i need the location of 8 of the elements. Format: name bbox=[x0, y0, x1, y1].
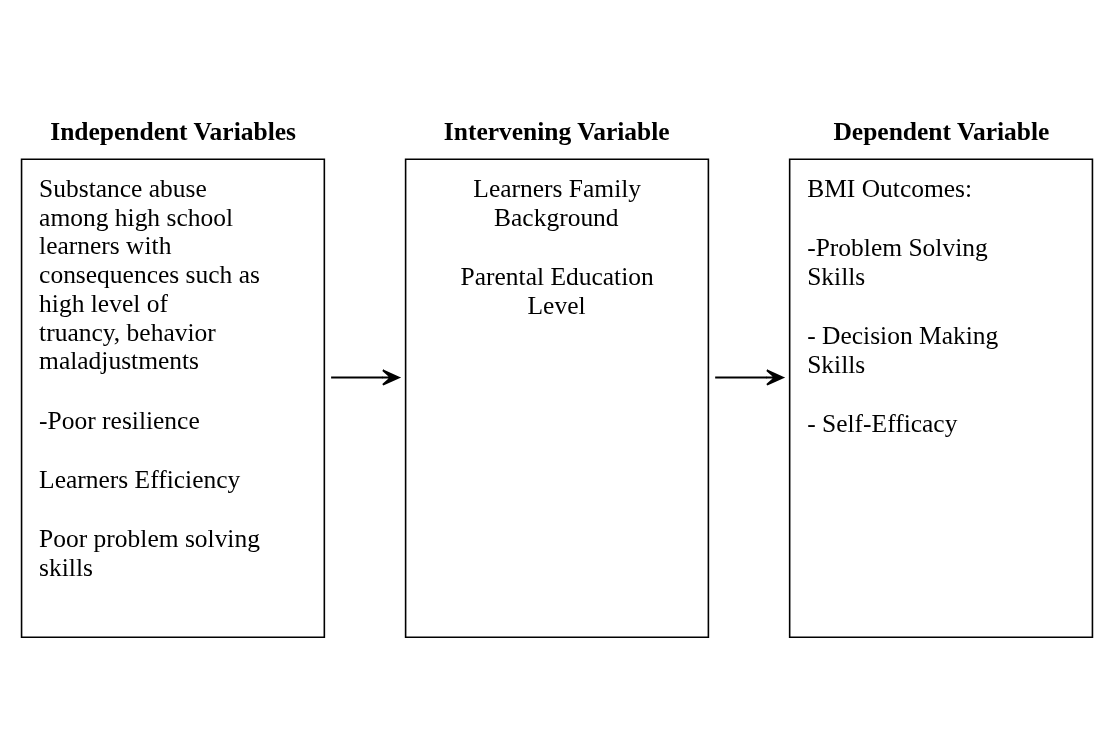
node-box: Learners Family Background Parental Education Level bbox=[404, 158, 710, 639]
node-box: BMI Outcomes: -Problem Solving Skills - Decision Making Skills - Self-Efficacy bbox=[788, 158, 1094, 639]
arrow bbox=[714, 369, 784, 386]
node-label: Dependent Variable bbox=[833, 116, 1050, 146]
node-label: Independent Variables bbox=[50, 116, 296, 146]
node-label: Intervening Variable bbox=[443, 116, 670, 146]
arrow bbox=[330, 369, 400, 386]
node-box: Substance abuse among high school learners with consequences such as high level of truancy, behavior maladjustments -Poor resilience Learners Efficiency Poor problem solving skills bbox=[20, 158, 326, 639]
